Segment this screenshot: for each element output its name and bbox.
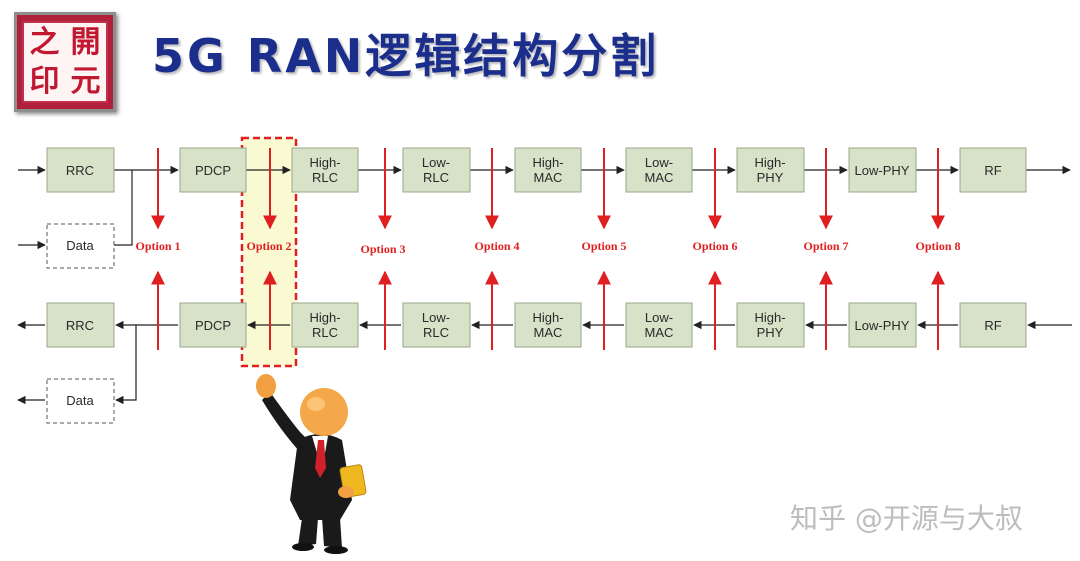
top-row-flow xyxy=(18,165,1071,250)
high-mac-label2-top: MAC xyxy=(534,170,563,185)
high-phy-block-bottom xyxy=(736,302,805,348)
data-block-top xyxy=(46,223,115,269)
logo-char-2: 開 xyxy=(70,24,101,60)
high-mac-block-bottom xyxy=(514,302,582,348)
low-rlc-block-top xyxy=(402,147,471,193)
pdcp-label-top: PDCP xyxy=(195,163,231,178)
rrc-block-bottom xyxy=(46,302,115,348)
logo-char-3: 印 xyxy=(29,63,60,99)
option7-label: Option 7 xyxy=(803,239,848,253)
high-mac-label2-bottom: MAC xyxy=(534,325,563,340)
high-phy-block-top xyxy=(736,147,805,193)
low-mac-label2-top: MAC xyxy=(645,170,674,185)
option6-label: Option 6 xyxy=(692,239,737,253)
rrc-label-top: RRC xyxy=(66,163,94,178)
low-mac-label1-top: Low- xyxy=(645,155,673,170)
logo-char-1: 之 xyxy=(29,24,60,60)
logo-seal: 之 開 印 元 xyxy=(14,12,116,112)
option3-label: Option 3 xyxy=(360,242,405,256)
option1-label: Option 1 xyxy=(135,239,180,253)
low-phy-block-top xyxy=(848,147,917,193)
high-phy-label1-bottom: High- xyxy=(754,310,785,325)
high-mac-label1-top: High- xyxy=(532,155,563,170)
high-rlc-block-top xyxy=(291,147,359,193)
logo-seal-inner: 之 開 印 元 xyxy=(22,21,108,103)
high-mac-label1-bottom: High- xyxy=(532,310,563,325)
bottom-row-blocks: RRC Data PDCP High- RLC Low- RLC High- M… xyxy=(46,302,1027,424)
rf-label-bottom: RF xyxy=(984,318,1001,333)
presenter-figure-icon xyxy=(256,374,367,554)
option2-label: Option 2 xyxy=(246,239,291,253)
option4-label: Option 4 xyxy=(474,239,519,253)
low-rlc-label1-top: Low- xyxy=(422,155,450,170)
high-rlc-label1-top: High- xyxy=(309,155,340,170)
low-rlc-block-bottom xyxy=(402,302,471,348)
high-phy-label1-top: High- xyxy=(754,155,785,170)
low-mac-block-bottom xyxy=(625,302,693,348)
low-phy-label-bottom: Low-PHY xyxy=(855,318,910,333)
high-mac-block-top xyxy=(514,147,582,193)
high-phy-label2-bottom: PHY xyxy=(757,325,784,340)
data-block-bottom xyxy=(46,378,115,424)
watermark-text: 知乎 @开源与大叔 xyxy=(790,502,1023,535)
data-label-top: Data xyxy=(66,238,94,253)
low-phy-block-bottom xyxy=(848,302,917,348)
low-rlc-label1-bottom: Low- xyxy=(422,310,450,325)
option-markers: Option 1 Option 2 Option 3 Option 4 Opti… xyxy=(135,148,961,350)
rrc-block-top xyxy=(46,147,115,193)
rrc-label-bottom: RRC xyxy=(66,318,94,333)
option5-label: Option 5 xyxy=(581,239,626,253)
flow-split-data-bottom xyxy=(115,325,137,405)
rf-block-top xyxy=(959,147,1027,193)
flow-data-join-top xyxy=(114,170,133,246)
low-mac-label1-bottom: Low- xyxy=(645,310,673,325)
pdcp-block-bottom xyxy=(179,302,247,348)
high-rlc-label2-bottom: RLC xyxy=(312,325,338,340)
high-rlc-label1-bottom: High- xyxy=(309,310,340,325)
logo-char-4: 元 xyxy=(70,63,101,99)
low-mac-block-top xyxy=(625,147,693,193)
low-phy-label-top: Low-PHY xyxy=(855,163,910,178)
high-rlc-block-bottom xyxy=(291,302,359,348)
bottom-row-flow xyxy=(17,320,1072,405)
low-mac-label2-bottom: MAC xyxy=(645,325,674,340)
low-rlc-label2-bottom: RLC xyxy=(423,325,449,340)
high-phy-label2-top: PHY xyxy=(757,170,784,185)
high-rlc-label2-top: RLC xyxy=(312,170,338,185)
rf-label-top: RF xyxy=(984,163,1001,178)
option8-label: Option 8 xyxy=(915,239,960,253)
pdcp-block-top xyxy=(179,147,247,193)
rf-block-bottom xyxy=(959,302,1027,348)
data-label-bottom: Data xyxy=(66,393,94,408)
top-row-blocks: RRC Data PDCP High- RLC Low- RLC High- M… xyxy=(46,147,1027,269)
pdcp-label-bottom: PDCP xyxy=(195,318,231,333)
low-rlc-label2-top: RLC xyxy=(423,170,449,185)
page-title: 5G RAN逻辑结构分割 xyxy=(152,29,660,83)
